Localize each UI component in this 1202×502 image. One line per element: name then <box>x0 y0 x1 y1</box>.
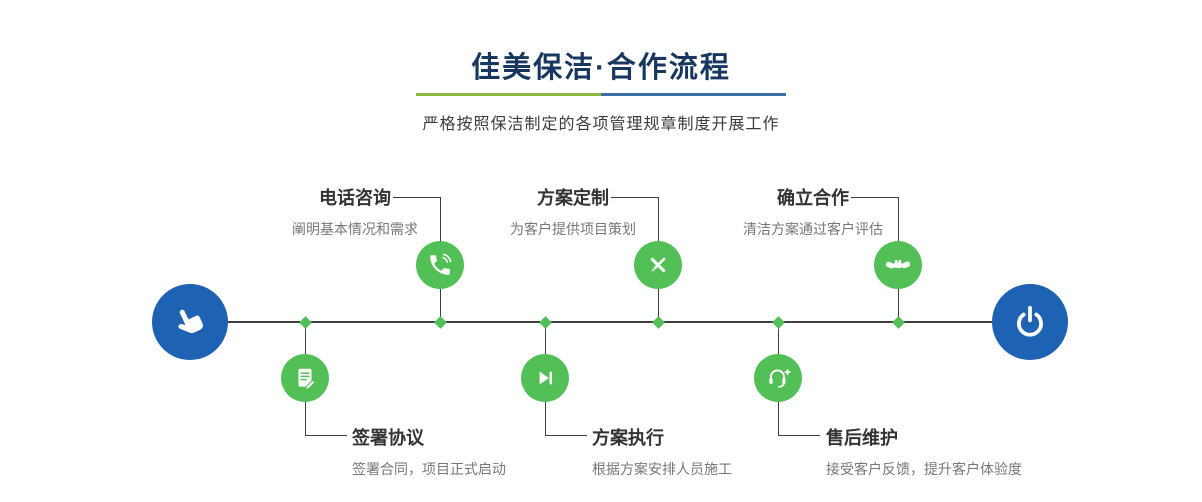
step-title: 售后维护 <box>826 428 898 448</box>
connector-line <box>305 322 306 354</box>
step-title: 方案定制 <box>537 188 609 208</box>
step-label-block: 方案定制 为客户提供项目策划 <box>463 184 683 239</box>
diamond-marker <box>434 316 447 329</box>
diamond-marker <box>772 316 785 329</box>
step-description: 清洁方案通过客户评估 <box>743 221 883 237</box>
connector-line <box>898 289 899 322</box>
power-icon <box>1011 303 1049 341</box>
connector-line <box>440 289 441 322</box>
connector-line <box>658 289 659 322</box>
page-subtitle: 严格按照保洁制定的各项管理规章制度开展工作 <box>422 116 780 133</box>
step-description: 接受客户反馈，提升客户体验度 <box>826 461 1022 477</box>
step-title: 电话咨询 <box>319 188 391 208</box>
label-elbow-line <box>305 402 306 436</box>
start-node <box>152 284 228 360</box>
page-title: 佳美保洁·合作流程 <box>471 52 731 84</box>
label-elbow-line <box>898 197 899 242</box>
step-description: 签署合同，项目正式启动 <box>352 461 506 477</box>
step-description: 为客户提供项目策划 <box>510 221 636 237</box>
step-label-block: 确立合作 清洁方案通过客户评估 <box>703 184 923 239</box>
step-title: 签署协议 <box>352 428 424 448</box>
timeline <box>190 321 1030 323</box>
label-elbow-line <box>778 435 820 436</box>
step-label-block: 方案执行 根据方案安排人员施工 <box>592 424 732 479</box>
diamond-marker <box>299 316 312 329</box>
phone-icon <box>427 252 453 278</box>
step-node-cooperation <box>874 241 922 289</box>
step-label-block: 售后维护 接受客户反馈，提升客户体验度 <box>826 424 1022 479</box>
label-elbow-line <box>440 197 441 242</box>
label-elbow-line <box>658 197 659 242</box>
step-title: 方案执行 <box>592 428 664 448</box>
connector-line <box>778 322 779 354</box>
diamond-marker <box>652 316 665 329</box>
label-elbow-line <box>851 197 898 198</box>
end-node <box>992 284 1068 360</box>
step-node-agreement <box>281 354 329 402</box>
step-node-aftersales <box>754 354 802 402</box>
step-node-execution <box>521 354 569 402</box>
design-tools-icon <box>645 252 671 278</box>
contract-icon <box>292 365 318 391</box>
underline-green-segment <box>416 93 601 96</box>
label-elbow-line <box>778 402 779 436</box>
title-underline <box>416 93 786 96</box>
headset-support-icon <box>765 365 791 391</box>
step-label-block: 电话咨询 阐明基本情况和需求 <box>245 184 465 239</box>
label-elbow-line <box>305 435 347 436</box>
label-elbow-line <box>393 197 440 198</box>
step-label-block: 签署协议 签署合同，项目正式启动 <box>352 424 506 479</box>
diamond-marker <box>539 316 552 329</box>
connector-line <box>545 322 546 354</box>
step-title: 确立合作 <box>777 188 849 208</box>
pointing-hand-icon <box>171 303 209 341</box>
underline-blue-segment <box>601 93 786 96</box>
label-elbow-line <box>545 435 587 436</box>
handshake-icon <box>884 251 912 279</box>
label-elbow-line <box>611 197 658 198</box>
step-description: 阐明基本情况和需求 <box>292 221 418 237</box>
step-node-plan <box>634 241 682 289</box>
step-node-phone <box>416 241 464 289</box>
step-description: 根据方案安排人员施工 <box>592 461 732 477</box>
play-next-icon <box>532 365 558 391</box>
diamond-marker <box>892 316 905 329</box>
label-elbow-line <box>545 402 546 436</box>
